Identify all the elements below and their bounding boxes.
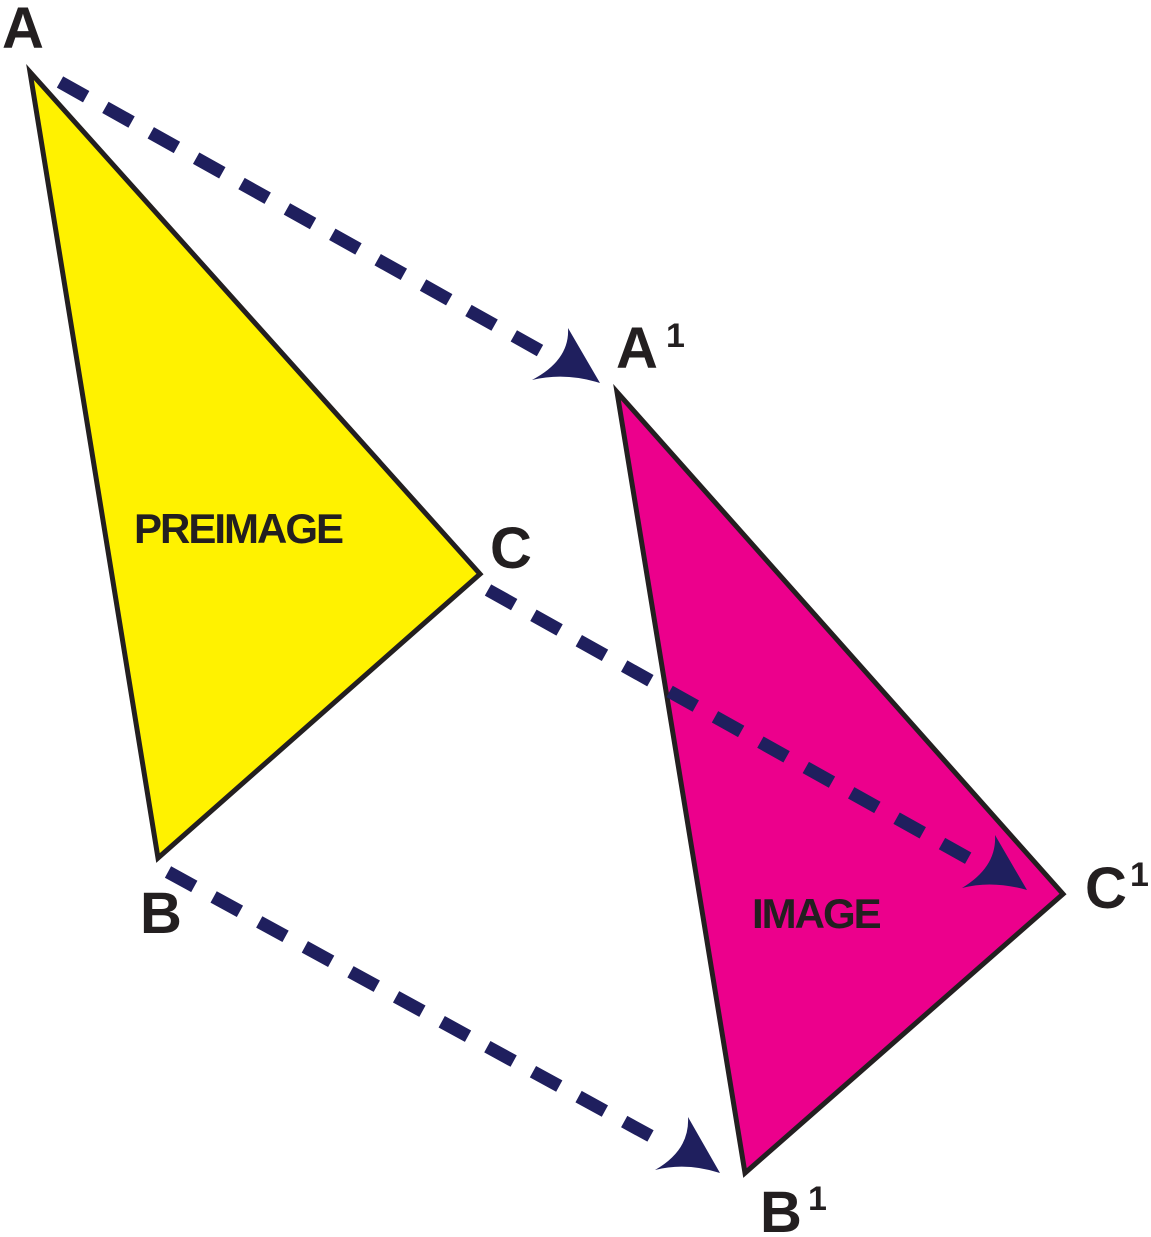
vertex-label-c1: C 1 bbox=[1085, 856, 1149, 921]
svg-text:C: C bbox=[1085, 856, 1127, 921]
image-triangle bbox=[613, 383, 1067, 1178]
svg-text:1: 1 bbox=[1130, 856, 1149, 894]
vertex-label-a1: A 1 bbox=[616, 316, 685, 381]
translation-arrow-c bbox=[484, 584, 1027, 890]
preimage-label: PREIMAGE bbox=[134, 505, 343, 552]
svg-text:1: 1 bbox=[666, 317, 685, 355]
vertex-label-a: A bbox=[2, 0, 44, 61]
vertex-label-b: B bbox=[140, 881, 182, 946]
vertex-label-c: C bbox=[490, 516, 532, 581]
preimage-triangle bbox=[26, 63, 484, 863]
arrowhead-icon bbox=[532, 328, 600, 383]
arrowhead-icon bbox=[655, 1117, 720, 1173]
svg-text:A: A bbox=[616, 316, 658, 381]
svg-text:1: 1 bbox=[808, 1180, 827, 1218]
translation-arrow-a bbox=[56, 76, 600, 383]
svg-text:B: B bbox=[760, 1180, 802, 1237]
arrowhead-icon bbox=[962, 835, 1027, 890]
translation-arrow-b bbox=[164, 866, 720, 1173]
image-label: IMAGE bbox=[752, 890, 881, 937]
vertex-label-b1: B 1 bbox=[760, 1180, 827, 1237]
